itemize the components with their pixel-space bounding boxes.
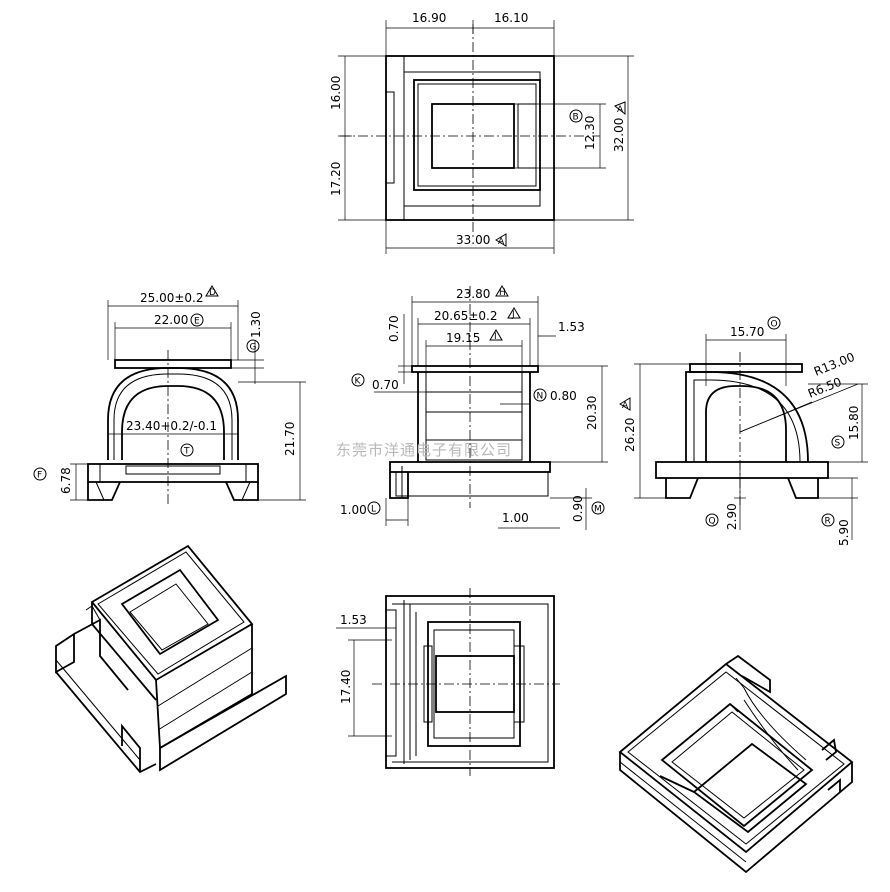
dim-r-inner: R6.50: [806, 375, 844, 401]
dim-width: 15.70: [730, 325, 764, 339]
dim-arch: 23.40+0.2/-0.1: [126, 419, 217, 433]
dim-inner-width: 22.00: [154, 313, 188, 327]
bottom-view: 1.53 17.40: [336, 588, 560, 776]
marker-middle: J: [511, 310, 515, 320]
marker-window: B: [573, 113, 579, 123]
dim-inner: 19.15: [446, 331, 480, 345]
watermark: 东莞市洋通电子有限公司: [336, 441, 512, 459]
dim-pin: 1.00: [340, 503, 367, 517]
dim-height: 20.30: [585, 396, 599, 430]
isometric-view-right: [618, 654, 854, 874]
marker-r: R: [825, 517, 831, 527]
marker-l: L: [371, 505, 376, 515]
marker-outer: D: [209, 288, 216, 298]
dim-flange-thk2: 0.70: [372, 378, 399, 392]
dim-flange: 1.30: [249, 311, 263, 338]
marker-flange: G: [250, 343, 257, 353]
side-view: 23.80 H 20.65±0.2 J 19.15 I 0.70 1.53 K …: [340, 285, 608, 530]
marker-width: O: [771, 320, 778, 330]
marker-top: H: [499, 288, 506, 298]
dim-pin-height: 5.90: [837, 519, 851, 546]
dim-pin2: 1.00: [502, 511, 529, 525]
marker-base: F: [37, 471, 42, 481]
marker-inner: E: [194, 317, 200, 327]
dim-base-height: 6.78: [59, 467, 73, 494]
dim-pin-height: 0.90: [571, 495, 585, 522]
marker-height: A: [622, 401, 629, 411]
dim-total-width: 33.00: [456, 233, 490, 247]
dim-lower-height: 17.20: [329, 162, 343, 196]
dim-height: 17.40: [339, 670, 353, 704]
dim-window: 12.30: [583, 116, 597, 150]
dim-left-width: 16.90: [412, 11, 446, 25]
dim-pin: 2.90: [725, 503, 739, 530]
dim-wall: 0.80: [550, 389, 577, 403]
dim-upper-height: 16.00: [329, 76, 343, 110]
top-view: 16.90 16.10 16.00 17.20 12.30 32.00 33.0…: [329, 11, 634, 254]
isometric-view-left: [55, 544, 287, 774]
dim-top: 23.80: [456, 287, 490, 301]
marker-inner: I: [494, 332, 497, 342]
marker-m: M: [594, 505, 602, 515]
marker-arch: T: [183, 447, 190, 457]
marker-k: K: [355, 377, 362, 387]
marker-width: A: [498, 237, 505, 247]
dim-total-height: 26.20: [623, 418, 637, 452]
dim-gap: 1.53: [340, 613, 367, 627]
dim-gap: 1.53: [558, 320, 585, 334]
right-view: 15.70 O R13.00 R6.50 26.20 A 15.80 S Q 2…: [619, 316, 868, 546]
marker-s: S: [835, 439, 841, 449]
marker-height: A: [617, 105, 624, 115]
marker-n: N: [537, 392, 544, 402]
dim-r-outer: R13.00: [812, 350, 857, 379]
dim-middle: 20.65±0.2: [434, 309, 498, 323]
dim-total-height: 32.00: [612, 118, 626, 152]
marker-q: Q: [709, 517, 716, 527]
dim-height: 15.80: [847, 406, 861, 440]
dim-flange-thk: 0.70: [387, 315, 401, 342]
dim-outer-width: 25.00±0.2: [140, 291, 204, 305]
dim-total-height: 21.70: [283, 422, 297, 456]
dim-right-width: 16.10: [494, 11, 528, 25]
front-view: 25.00±0.2 D 22.00 E 1.30 G 23.40+0.2/-0.…: [33, 285, 306, 505]
